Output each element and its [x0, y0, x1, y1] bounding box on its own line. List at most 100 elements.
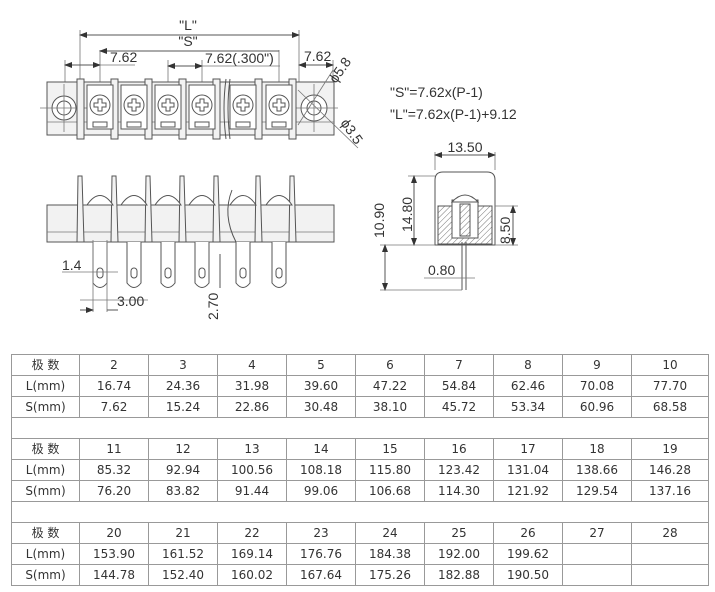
pin-slot: [239, 267, 247, 279]
barrier: [76, 78, 85, 140]
screw: [89, 94, 111, 116]
value-cell: 184.38: [355, 543, 425, 565]
pole-count-cell: 3: [148, 354, 218, 376]
side-width-label: 13.50: [447, 139, 482, 155]
pole-count-cell: 13: [217, 438, 287, 460]
value-cell: 15.24: [148, 396, 218, 418]
value-cell: 68.58: [631, 396, 709, 418]
screw-head: [265, 195, 293, 206]
value-cell: 192.00: [424, 543, 494, 565]
pole-count-cell: 14: [286, 438, 356, 460]
value-cell: 45.72: [424, 396, 494, 418]
spacer-cell: [11, 501, 709, 523]
pole-count-cell: 26: [493, 522, 563, 544]
table-spacer-row: [11, 501, 709, 523]
value-cell: 100.56: [217, 459, 287, 481]
pitch-mid-label: 7.62(.300"): [205, 50, 274, 66]
pole-count-cell: 28: [631, 522, 709, 544]
value-cell: [631, 564, 709, 586]
barrier: [76, 175, 85, 243]
pin-slot: [96, 267, 104, 279]
table-spacer-row: [11, 417, 709, 439]
spacer-cell: [11, 417, 709, 439]
value-cell: 115.80: [355, 459, 425, 481]
clamp: [194, 121, 210, 128]
pin-spacing-label: 3.00: [117, 293, 144, 309]
value-cell: [562, 564, 632, 586]
value-cell: 99.06: [286, 480, 356, 502]
pole-count-cell: 21: [148, 522, 218, 544]
value-cell: 190.50: [493, 564, 563, 586]
hole-inner-dia-label: ϕ3.5: [338, 116, 367, 148]
row-label: S(mm): [11, 564, 80, 586]
value-cell: 161.52: [148, 543, 218, 565]
pole-count-cell: 27: [562, 522, 632, 544]
value-cell: 144.78: [79, 564, 149, 586]
value-cell: 167.64: [286, 564, 356, 586]
value-cell: 22.86: [217, 396, 287, 418]
value-cell: 137.16: [631, 480, 709, 502]
value-cell: 70.08: [562, 375, 632, 397]
value-cell: 16.74: [79, 375, 149, 397]
screw-cross-icon: [272, 98, 286, 112]
slot-length-label: 2.70: [205, 293, 221, 320]
value-cell: 54.84: [424, 375, 494, 397]
value-cell: 106.68: [355, 480, 425, 502]
value-cell: 30.48: [286, 396, 356, 418]
pole-count-cell: 18: [562, 438, 632, 460]
screw: [191, 94, 213, 116]
barrier: [212, 175, 221, 243]
pin: [126, 242, 142, 288]
clamp: [235, 121, 251, 128]
value-cell: 92.94: [148, 459, 218, 481]
break-line: [227, 189, 237, 243]
screw: [157, 94, 179, 116]
screw-cross-icon: [195, 98, 209, 112]
screw: [232, 94, 254, 116]
row-label: L(mm): [11, 375, 80, 397]
pin-thickness-label: 0.80: [428, 262, 455, 278]
pin-width-label: 1.4: [62, 257, 82, 273]
value-cell: 39.60: [286, 375, 356, 397]
value-cell: 108.18: [286, 459, 356, 481]
pin: [271, 242, 287, 288]
row-label: S(mm): [11, 480, 80, 502]
row-label: 极 数: [11, 522, 80, 544]
pole-count-cell: 19: [631, 438, 709, 460]
pole-count-cell: 7: [424, 354, 494, 376]
value-cell: 77.70: [631, 375, 709, 397]
value-cell: [631, 543, 709, 565]
clamp: [271, 121, 287, 128]
pole-count-cell: 16: [424, 438, 494, 460]
value-cell: 114.30: [424, 480, 494, 502]
pin-slot: [275, 267, 283, 279]
pole-count-cell: 17: [493, 438, 563, 460]
screw-head: [120, 195, 148, 206]
pole-count-cell: 9: [562, 354, 632, 376]
clamp: [92, 121, 108, 128]
screw-head: [86, 195, 114, 206]
row-label: L(mm): [11, 543, 80, 565]
dim-S-label: "S": [178, 33, 197, 49]
value-cell: 85.32: [79, 459, 149, 481]
screw-head: [229, 195, 257, 206]
value-cell: 153.90: [79, 543, 149, 565]
pole-count-cell: 5: [286, 354, 356, 376]
pin-slot: [130, 267, 138, 279]
top-view: "L" "S" 7.62 7.62(.300") 7.62: [40, 17, 367, 149]
pin: [160, 242, 176, 288]
pole-count-cell: 24: [355, 522, 425, 544]
break-line: [223, 78, 227, 140]
total-height-label: 14.80: [399, 197, 415, 232]
screw: [123, 94, 145, 116]
screw-head: [154, 195, 182, 206]
value-cell: 83.82: [148, 480, 218, 502]
inner-height-label: 8.50: [497, 217, 513, 244]
screw-head: [188, 195, 216, 206]
